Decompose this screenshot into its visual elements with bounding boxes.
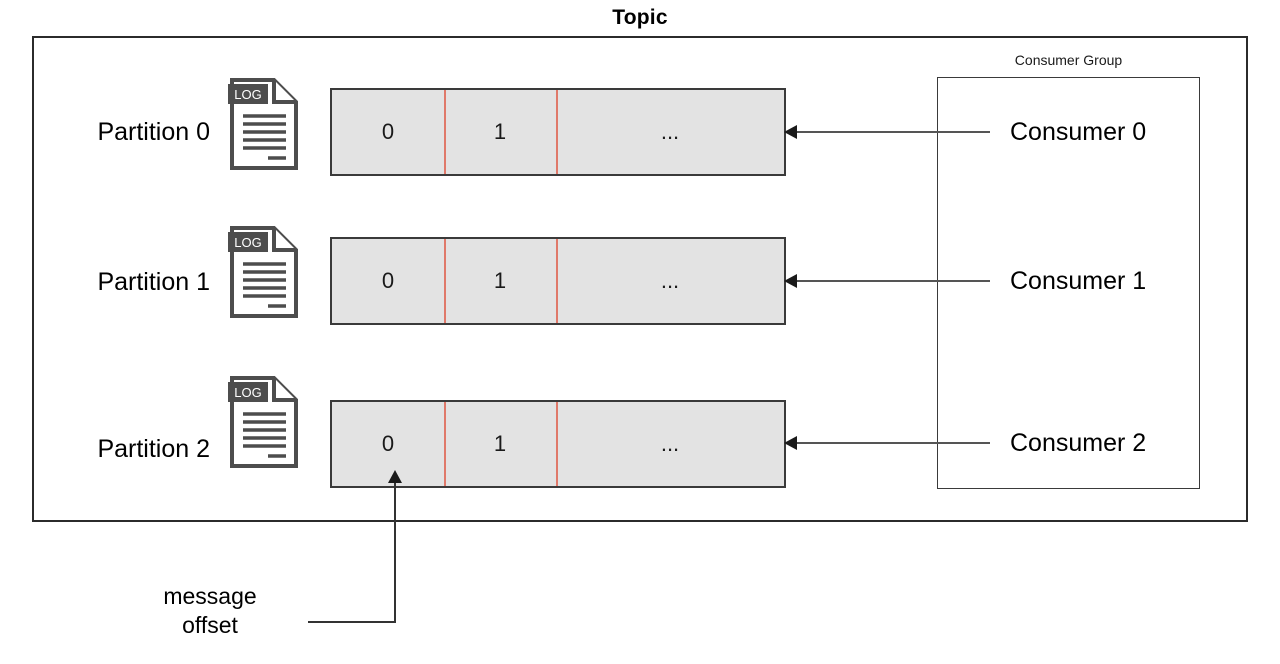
partition-label-0: Partition 0 xyxy=(97,118,210,146)
page-title: Topic xyxy=(612,6,668,29)
cell-divider xyxy=(556,239,558,323)
cell-divider xyxy=(444,239,446,323)
consumer-label-0: Consumer 0 xyxy=(1010,118,1147,146)
svg-text:LOG: LOG xyxy=(234,385,261,400)
message-cell: ... xyxy=(660,119,680,144)
connector-line-consumer-1 xyxy=(790,280,990,282)
offset-leader-vertical xyxy=(394,482,396,623)
message-cell: 1 xyxy=(493,268,507,293)
consumer-group-label: Consumer Group xyxy=(1014,52,1123,68)
cell-divider xyxy=(444,90,446,174)
svg-text:LOG: LOG xyxy=(234,235,261,250)
message-cell: 0 xyxy=(381,431,395,456)
message-cell: 1 xyxy=(493,431,507,456)
offset-callout-line-1: message xyxy=(163,583,257,609)
log-document-icon: LOG xyxy=(228,374,300,470)
message-cell: ... xyxy=(660,268,680,293)
partition-log-2: 0 1 ... xyxy=(330,400,786,488)
connector-line-consumer-0 xyxy=(790,131,990,133)
log-document-icon: LOG xyxy=(228,76,300,172)
arrow-head-icon xyxy=(388,470,402,483)
offset-leader-horizontal xyxy=(308,621,396,623)
message-cell: 0 xyxy=(381,119,395,144)
partition-log-0: 0 1 ... xyxy=(330,88,786,176)
partition-label-2: Partition 2 xyxy=(97,435,210,463)
cell-divider xyxy=(444,402,446,486)
consumer-group-box xyxy=(937,77,1200,489)
topic-boundary-box xyxy=(32,36,1248,522)
partition-log-1: 0 1 ... xyxy=(330,237,786,325)
consumer-label-1: Consumer 1 xyxy=(1010,267,1147,295)
connector-line-consumer-2 xyxy=(790,442,990,444)
log-document-icon: LOG xyxy=(228,224,300,320)
arrow-head-icon xyxy=(784,125,797,139)
offset-callout-line-2: offset xyxy=(182,612,238,638)
message-cell: ... xyxy=(660,431,680,456)
message-cell: 1 xyxy=(493,119,507,144)
cell-divider xyxy=(556,402,558,486)
arrow-head-icon xyxy=(784,436,797,450)
partition-label-1: Partition 1 xyxy=(97,268,210,296)
svg-text:LOG: LOG xyxy=(234,87,261,102)
message-offset-callout: message offset xyxy=(120,582,300,640)
consumer-label-2: Consumer 2 xyxy=(1010,429,1147,457)
arrow-head-icon xyxy=(784,274,797,288)
message-cell: 0 xyxy=(381,268,395,293)
cell-divider xyxy=(556,90,558,174)
